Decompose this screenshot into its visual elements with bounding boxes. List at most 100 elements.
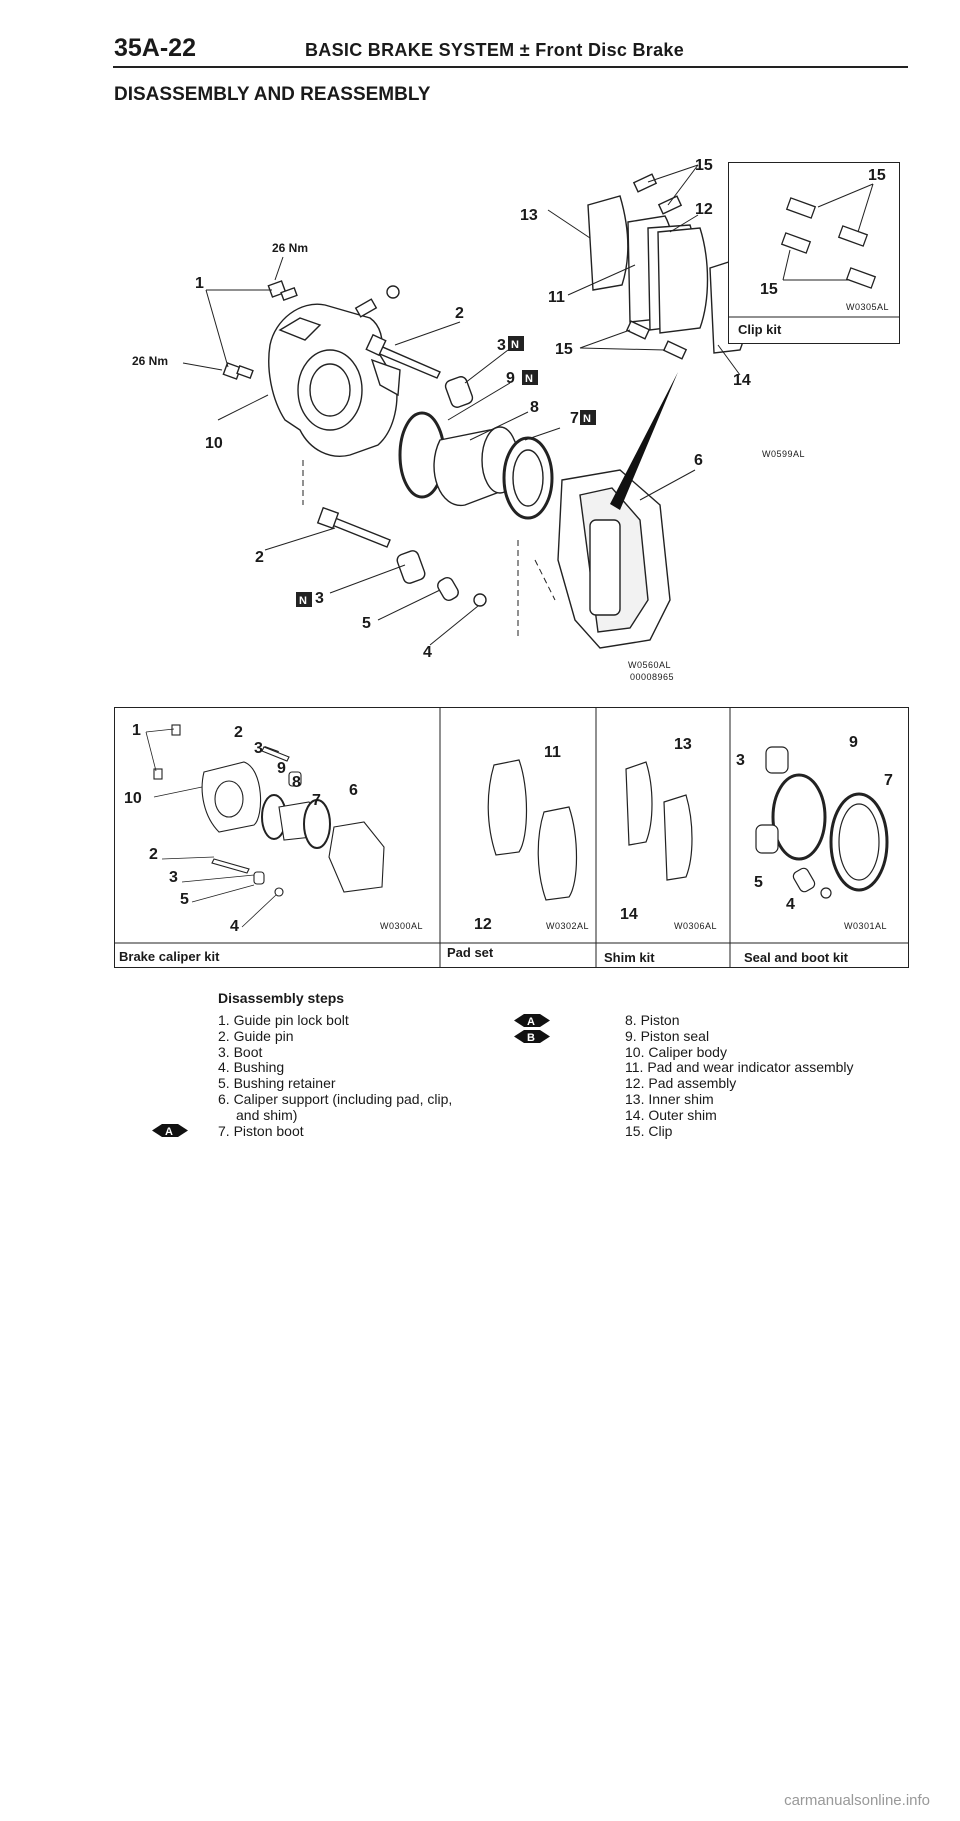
- exploded-view-diagram: 1 26 Nm 26 Nm 10 2 3 N 9 N 8 7 N 6 W0599…: [132, 157, 805, 682]
- svg-text:26 Nm: 26 Nm: [132, 354, 168, 368]
- svg-text:00008965: 00008965: [630, 672, 674, 682]
- svg-text:13: 13: [674, 736, 692, 753]
- svg-text:6: 6: [349, 782, 358, 799]
- svg-text:9: 9: [506, 370, 515, 387]
- svg-text:11: 11: [548, 289, 565, 306]
- svg-text:26 Nm: 26 Nm: [272, 241, 308, 255]
- svg-text:W0302AL: W0302AL: [546, 921, 589, 931]
- svg-text:Shim kit: Shim kit: [604, 950, 655, 965]
- step-item: 15. Clip: [625, 1122, 673, 1139]
- svg-text:7: 7: [884, 772, 893, 789]
- assembly-arrow-icon: [610, 372, 678, 510]
- svg-text:Seal and boot kit: Seal and boot kit: [744, 950, 849, 965]
- step-item: 9. Piston seal: [625, 1027, 710, 1044]
- svg-text:W0301AL: W0301AL: [844, 921, 887, 931]
- svg-text:4: 4: [423, 644, 432, 661]
- svg-text:1: 1: [132, 722, 141, 739]
- step-item: 13. Inner shim: [625, 1090, 714, 1107]
- watermark: carmanualsonline.info: [784, 1792, 930, 1809]
- svg-text:N: N: [583, 413, 591, 425]
- svg-text:W0305AL: W0305AL: [846, 302, 889, 312]
- svg-text:3: 3: [254, 740, 263, 757]
- svg-text:7: 7: [312, 792, 321, 809]
- svg-text:2: 2: [149, 846, 158, 863]
- svg-text:W0300AL: W0300AL: [380, 921, 423, 931]
- disassembly-steps-left: 1. Guide pin lock bolt 2. Guide pin 3. B…: [218, 1012, 453, 1139]
- svg-text:3: 3: [315, 590, 324, 607]
- step-item: 8. Piston: [625, 1012, 680, 1028]
- svg-text:15: 15: [760, 281, 778, 298]
- svg-text:12: 12: [695, 201, 713, 218]
- step-item: and shim): [236, 1106, 298, 1123]
- svg-text:4: 4: [786, 896, 795, 913]
- svg-text:7: 7: [570, 410, 579, 427]
- svg-text:8: 8: [530, 399, 539, 416]
- step-item: 6. Caliper support (including pad, clip,: [218, 1090, 453, 1107]
- svg-text:11: 11: [544, 744, 561, 761]
- svg-text:13: 13: [520, 207, 538, 224]
- step-item: 3. Boot: [218, 1043, 263, 1060]
- svg-text:3: 3: [736, 752, 745, 769]
- shim-kit-drawing: [625, 761, 693, 881]
- header-rule: [113, 66, 908, 68]
- step-item: 14. Outer shim: [625, 1106, 717, 1123]
- svg-text:W0599AL: W0599AL: [762, 449, 805, 459]
- step-item: 12. Pad assembly: [625, 1075, 737, 1092]
- svg-text:2: 2: [255, 549, 264, 566]
- svg-text:6: 6: [694, 452, 703, 469]
- svg-text:14: 14: [620, 906, 638, 923]
- svg-text:W0306AL: W0306AL: [674, 921, 717, 931]
- svg-text:5: 5: [754, 874, 763, 891]
- caliper-body-drawing: [268, 303, 401, 457]
- svg-text:15: 15: [555, 341, 573, 358]
- step-item: 11. Pad and wear indicator assembly: [625, 1059, 854, 1076]
- svg-text:A: A: [165, 1126, 173, 1138]
- kits-panel: 1 2 3 9 8 7 6 10 2 3 5 4 W0300AL Brake c…: [114, 707, 909, 968]
- procedure-mark-b-icon: B: [514, 1030, 550, 1044]
- step-item: 4. Bushing: [218, 1059, 285, 1076]
- svg-text:A: A: [527, 1016, 535, 1028]
- header-title: BASIC BRAKE SYSTEM ± Front Disc Brake: [305, 40, 685, 60]
- svg-text:3: 3: [169, 869, 178, 886]
- procedure-marks: A B: [514, 1014, 550, 1044]
- svg-text:B: B: [527, 1032, 535, 1044]
- svg-text:9: 9: [277, 760, 286, 777]
- procedure-mark-a-step7-icon: A: [152, 1124, 188, 1138]
- disassembly-steps-title: Disassembly steps: [218, 990, 345, 1006]
- svg-text:N: N: [511, 339, 519, 351]
- svg-text:15: 15: [695, 157, 713, 174]
- svg-text:5: 5: [180, 891, 189, 908]
- svg-text:10: 10: [205, 435, 223, 452]
- step-item: 1. Guide pin lock bolt: [218, 1012, 349, 1028]
- svg-text:14: 14: [733, 372, 751, 389]
- svg-text:15: 15: [868, 167, 886, 184]
- caliper-support-drawing: [557, 469, 671, 649]
- svg-text:1: 1: [195, 275, 204, 292]
- guide-pin-lock-bolt-drawing: [222, 280, 298, 380]
- svg-text:8: 8: [292, 774, 301, 791]
- svg-text:Clip kit: Clip kit: [738, 322, 782, 337]
- svg-text:N: N: [299, 595, 307, 607]
- svg-text:4: 4: [230, 918, 239, 935]
- page-number: 35A-22: [114, 34, 196, 62]
- step-item: 10. Caliper body: [625, 1043, 727, 1060]
- svg-text:2: 2: [455, 305, 464, 322]
- svg-text:N: N: [525, 373, 533, 385]
- clip-kit-panel: 15 15 W0305AL Clip kit: [728, 162, 900, 344]
- svg-text:Pad set: Pad set: [447, 945, 494, 960]
- svg-text:5: 5: [362, 615, 371, 632]
- step-item: 2. Guide pin: [218, 1027, 294, 1044]
- svg-text:12: 12: [474, 916, 492, 933]
- step-item: 7. Piston boot: [218, 1122, 304, 1139]
- svg-text:Brake caliper kit: Brake caliper kit: [119, 949, 220, 964]
- brake-caliper-kit-drawing: [153, 724, 385, 897]
- pad-set-drawing: [487, 759, 578, 901]
- svg-text:9: 9: [849, 734, 858, 751]
- disassembly-steps-right: 8. Piston 9. Piston seal 10. Caliper bod…: [625, 1012, 854, 1139]
- svg-text:3: 3: [497, 337, 506, 354]
- svg-text:W0560AL: W0560AL: [628, 660, 671, 670]
- svg-text:10: 10: [124, 790, 142, 807]
- step-item: 5. Bushing retainer: [218, 1075, 336, 1092]
- section-title: DISASSEMBLY AND REASSEMBLY: [114, 84, 431, 105]
- seal-and-boot-kit-drawing: [755, 746, 889, 899]
